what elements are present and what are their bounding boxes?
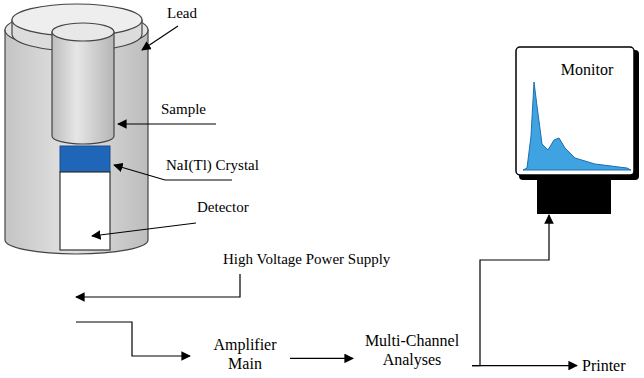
part-label: Detector — [196, 198, 250, 216]
printer-block: Printer — [580, 355, 628, 376]
connector-arrow — [472, 365, 577, 366]
leader-line — [118, 123, 216, 124]
node-text: Printer — [582, 356, 626, 375]
sample-top — [52, 23, 114, 41]
amplifier-block: Amplifier Main — [204, 334, 286, 374]
nai-crystal — [60, 146, 110, 172]
spectrum-peak — [523, 82, 631, 170]
leader-line — [142, 26, 178, 50]
part-label: Lead — [166, 4, 198, 22]
monitor-stand — [537, 178, 611, 214]
node-text: Monitor — [515, 46, 639, 79]
detector-tube — [60, 172, 110, 250]
supply-label: High Voltage Power Supply — [222, 250, 391, 268]
node-text: Amplifier Main — [206, 335, 284, 373]
analyser-block: Multi-Channel Analyses — [356, 330, 468, 370]
power-wire — [76, 274, 240, 297]
part-label: Sample — [160, 100, 207, 118]
monitor-box: Monitor — [515, 46, 639, 214]
leader-line — [92, 223, 196, 236]
sample-cylinder — [52, 32, 114, 144]
signal-wire — [76, 322, 190, 356]
connector-arrow — [290, 358, 353, 359]
housing — [5, 30, 148, 254]
connector-arrow — [472, 215, 549, 366]
part-label: NaI(Tl) Crystal — [165, 156, 260, 174]
node-text: Multi-Channel Analyses — [358, 331, 466, 369]
